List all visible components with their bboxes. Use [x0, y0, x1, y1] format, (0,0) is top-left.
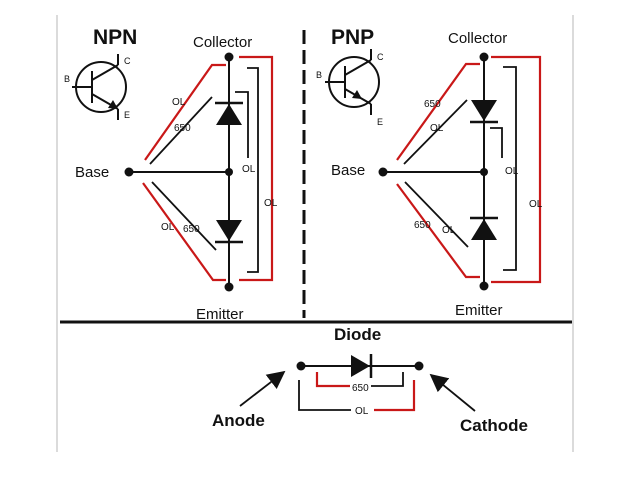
npn-ol-top: OL [172, 97, 186, 108]
pnp-symbol: B C E [316, 49, 384, 127]
npn-emitter-arrow-icon [108, 100, 118, 109]
pnp-bc-diode-icon [470, 100, 498, 124]
pnp-ol-top: OL [430, 123, 444, 134]
npn-symbol-e-label: E [124, 110, 130, 120]
npn-symbol: B C E [64, 54, 131, 120]
npn-black-probe-bc [149, 96, 213, 165]
npn-bc-diode-icon [215, 101, 243, 125]
pnp-red-probe-be [396, 183, 480, 279]
npn-black-probe-ce [247, 67, 259, 273]
diode-symbol-icon [351, 354, 373, 378]
pnp-black-probe-bc [403, 99, 468, 165]
pnp-ol-mid: OL [505, 166, 519, 177]
pnp-base-label: Base [331, 162, 365, 179]
npn-symbol-c-label: C [124, 56, 131, 66]
pnp-title: PNP [331, 26, 374, 49]
diode-panel: Diode 650 OL Anode Cathode [212, 325, 528, 435]
pnp-ol-right: OL [529, 199, 543, 210]
npn-be-diode-icon [215, 220, 243, 244]
pnp-emitter-label: Emitter [455, 302, 503, 319]
diode-reverse-reading: OL [355, 406, 369, 417]
diode-anode-node [296, 361, 306, 371]
pnp-collector-label: Collector [448, 30, 507, 47]
npn-junction-node [225, 168, 233, 176]
npn-panel: NPN B C E [64, 26, 278, 323]
pnp-symbol-c-label: C [377, 52, 384, 62]
npn-red-probe-ce [239, 55, 274, 282]
anode-arrow-icon [239, 370, 286, 407]
diode-red-probe-reverse [374, 380, 416, 412]
pnp-black-probe-ce [503, 66, 517, 271]
npn-emitter-label: Emitter [196, 306, 244, 323]
diode-forward-reading: 650 [352, 383, 369, 394]
npn-collector-label: Collector [193, 34, 252, 51]
npn-emitter-node [224, 282, 234, 292]
pnp-black-probe-be [404, 181, 469, 248]
npn-base-label: Base [75, 164, 109, 181]
npn-ol-right: OL [264, 198, 278, 209]
pnp-red-probe-bc [396, 62, 480, 161]
pnp-symbol-b-label: B [316, 70, 322, 80]
npn-symbol-b-label: B [64, 74, 70, 84]
npn-base-node [124, 167, 134, 177]
npn-red-probe-bc [144, 63, 226, 161]
anode-label: Anode [212, 411, 265, 430]
pnp-black-probe-mid [490, 127, 503, 158]
diode-cathode-node [414, 361, 424, 371]
cathode-label: Cathode [460, 416, 528, 435]
npn-ol-bottom: OL [161, 222, 175, 233]
cathode-arrow-icon [429, 373, 476, 412]
pnp-symbol-e-label: E [377, 117, 383, 127]
pnp-650-top: 650 [424, 99, 441, 110]
diode-black-probe-forward [371, 372, 404, 387]
pnp-red-probe-ce [491, 55, 542, 284]
pnp-be-diode-icon [470, 216, 498, 240]
pnp-collector-node [479, 52, 489, 62]
npn-650-bottom: 650 [183, 224, 200, 235]
pnp-junction-node [480, 168, 488, 176]
npn-collector-node [224, 52, 234, 62]
diode-title: Diode [334, 325, 381, 344]
npn-ol-mid: OL [242, 164, 256, 175]
npn-red-probe-be [142, 182, 226, 282]
pnp-emitter-node [479, 281, 489, 291]
npn-title: NPN [93, 26, 137, 49]
pnp-650-bottom: 650 [414, 220, 431, 231]
npn-black-probe-be [151, 181, 217, 251]
diode-red-probe-forward [315, 372, 350, 388]
pnp-ol-bottom: OL [442, 225, 456, 236]
pnp-panel: PNP B C E [316, 26, 543, 319]
pnp-emitter-arrow-icon [352, 90, 362, 99]
diode-black-probe-reverse [298, 380, 351, 411]
npn-black-probe-mid [235, 91, 249, 158]
pnp-base-node [378, 167, 388, 177]
npn-650-top: 650 [174, 123, 191, 134]
